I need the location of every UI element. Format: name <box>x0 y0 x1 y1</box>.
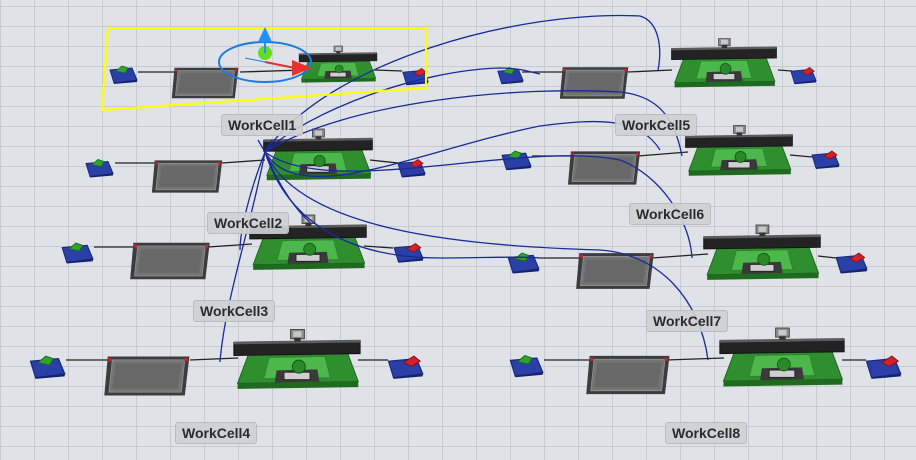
y-axis-handle[interactable] <box>258 27 272 42</box>
processor-station-icon[interactable] <box>671 38 777 88</box>
workcell-8-connectors <box>544 357 866 361</box>
source-icon[interactable] <box>109 65 138 84</box>
workcell-label[interactable]: WorkCell6 <box>629 203 712 225</box>
workcell-label[interactable]: WorkCell3 <box>193 300 276 322</box>
sink-icon[interactable] <box>865 355 902 380</box>
workcell-4-connectors <box>66 357 388 361</box>
workcell-3-connectors <box>94 243 394 249</box>
workcell-8[interactable] <box>509 327 902 395</box>
workcell-4[interactable] <box>29 328 424 397</box>
workcell-label[interactable]: WorkCell1 <box>221 114 304 136</box>
source-icon[interactable] <box>501 150 532 171</box>
source-icon[interactable] <box>61 242 94 264</box>
workcell-label[interactable]: WorkCell7 <box>646 310 729 332</box>
workcell-3[interactable] <box>61 214 424 280</box>
move-gizmo[interactable] <box>218 27 312 83</box>
queue-icon[interactable] <box>575 252 655 290</box>
processor-station-icon[interactable] <box>703 224 821 281</box>
queue-icon[interactable] <box>171 67 239 99</box>
workcell-7[interactable] <box>507 224 868 290</box>
queue-icon[interactable] <box>129 242 211 280</box>
sink-icon[interactable] <box>790 66 817 85</box>
sink-icon[interactable] <box>835 252 868 274</box>
queue-icon[interactable] <box>151 159 223 194</box>
queue-icon[interactable] <box>585 355 671 395</box>
source-icon[interactable] <box>509 354 544 378</box>
source-icon[interactable] <box>29 355 66 380</box>
source-icon[interactable] <box>507 252 540 274</box>
workcell-label[interactable]: WorkCell2 <box>207 212 290 234</box>
sink-icon[interactable] <box>387 355 424 380</box>
workcell-5[interactable] <box>497 38 817 100</box>
queue-icon[interactable] <box>559 66 629 100</box>
workcell-label[interactable]: WorkCell5 <box>615 114 698 136</box>
selection-box <box>100 27 427 112</box>
workcell-2-connectors <box>115 159 399 164</box>
source-icon[interactable] <box>85 158 114 179</box>
workcell-label[interactable]: WorkCell4 <box>175 422 258 444</box>
processor-station-icon[interactable] <box>685 125 793 177</box>
workcell-2[interactable] <box>85 128 426 194</box>
processor-station-icon[interactable] <box>233 328 361 390</box>
sink-icon[interactable] <box>393 242 424 264</box>
workcell-label[interactable]: WorkCell8 <box>665 422 748 444</box>
workcell-7-connectors <box>540 253 837 259</box>
queue-icon[interactable] <box>103 355 191 397</box>
x-axis-handle[interactable] <box>292 60 312 76</box>
processor-station-icon[interactable] <box>719 327 845 388</box>
sink-icon[interactable] <box>811 150 840 170</box>
